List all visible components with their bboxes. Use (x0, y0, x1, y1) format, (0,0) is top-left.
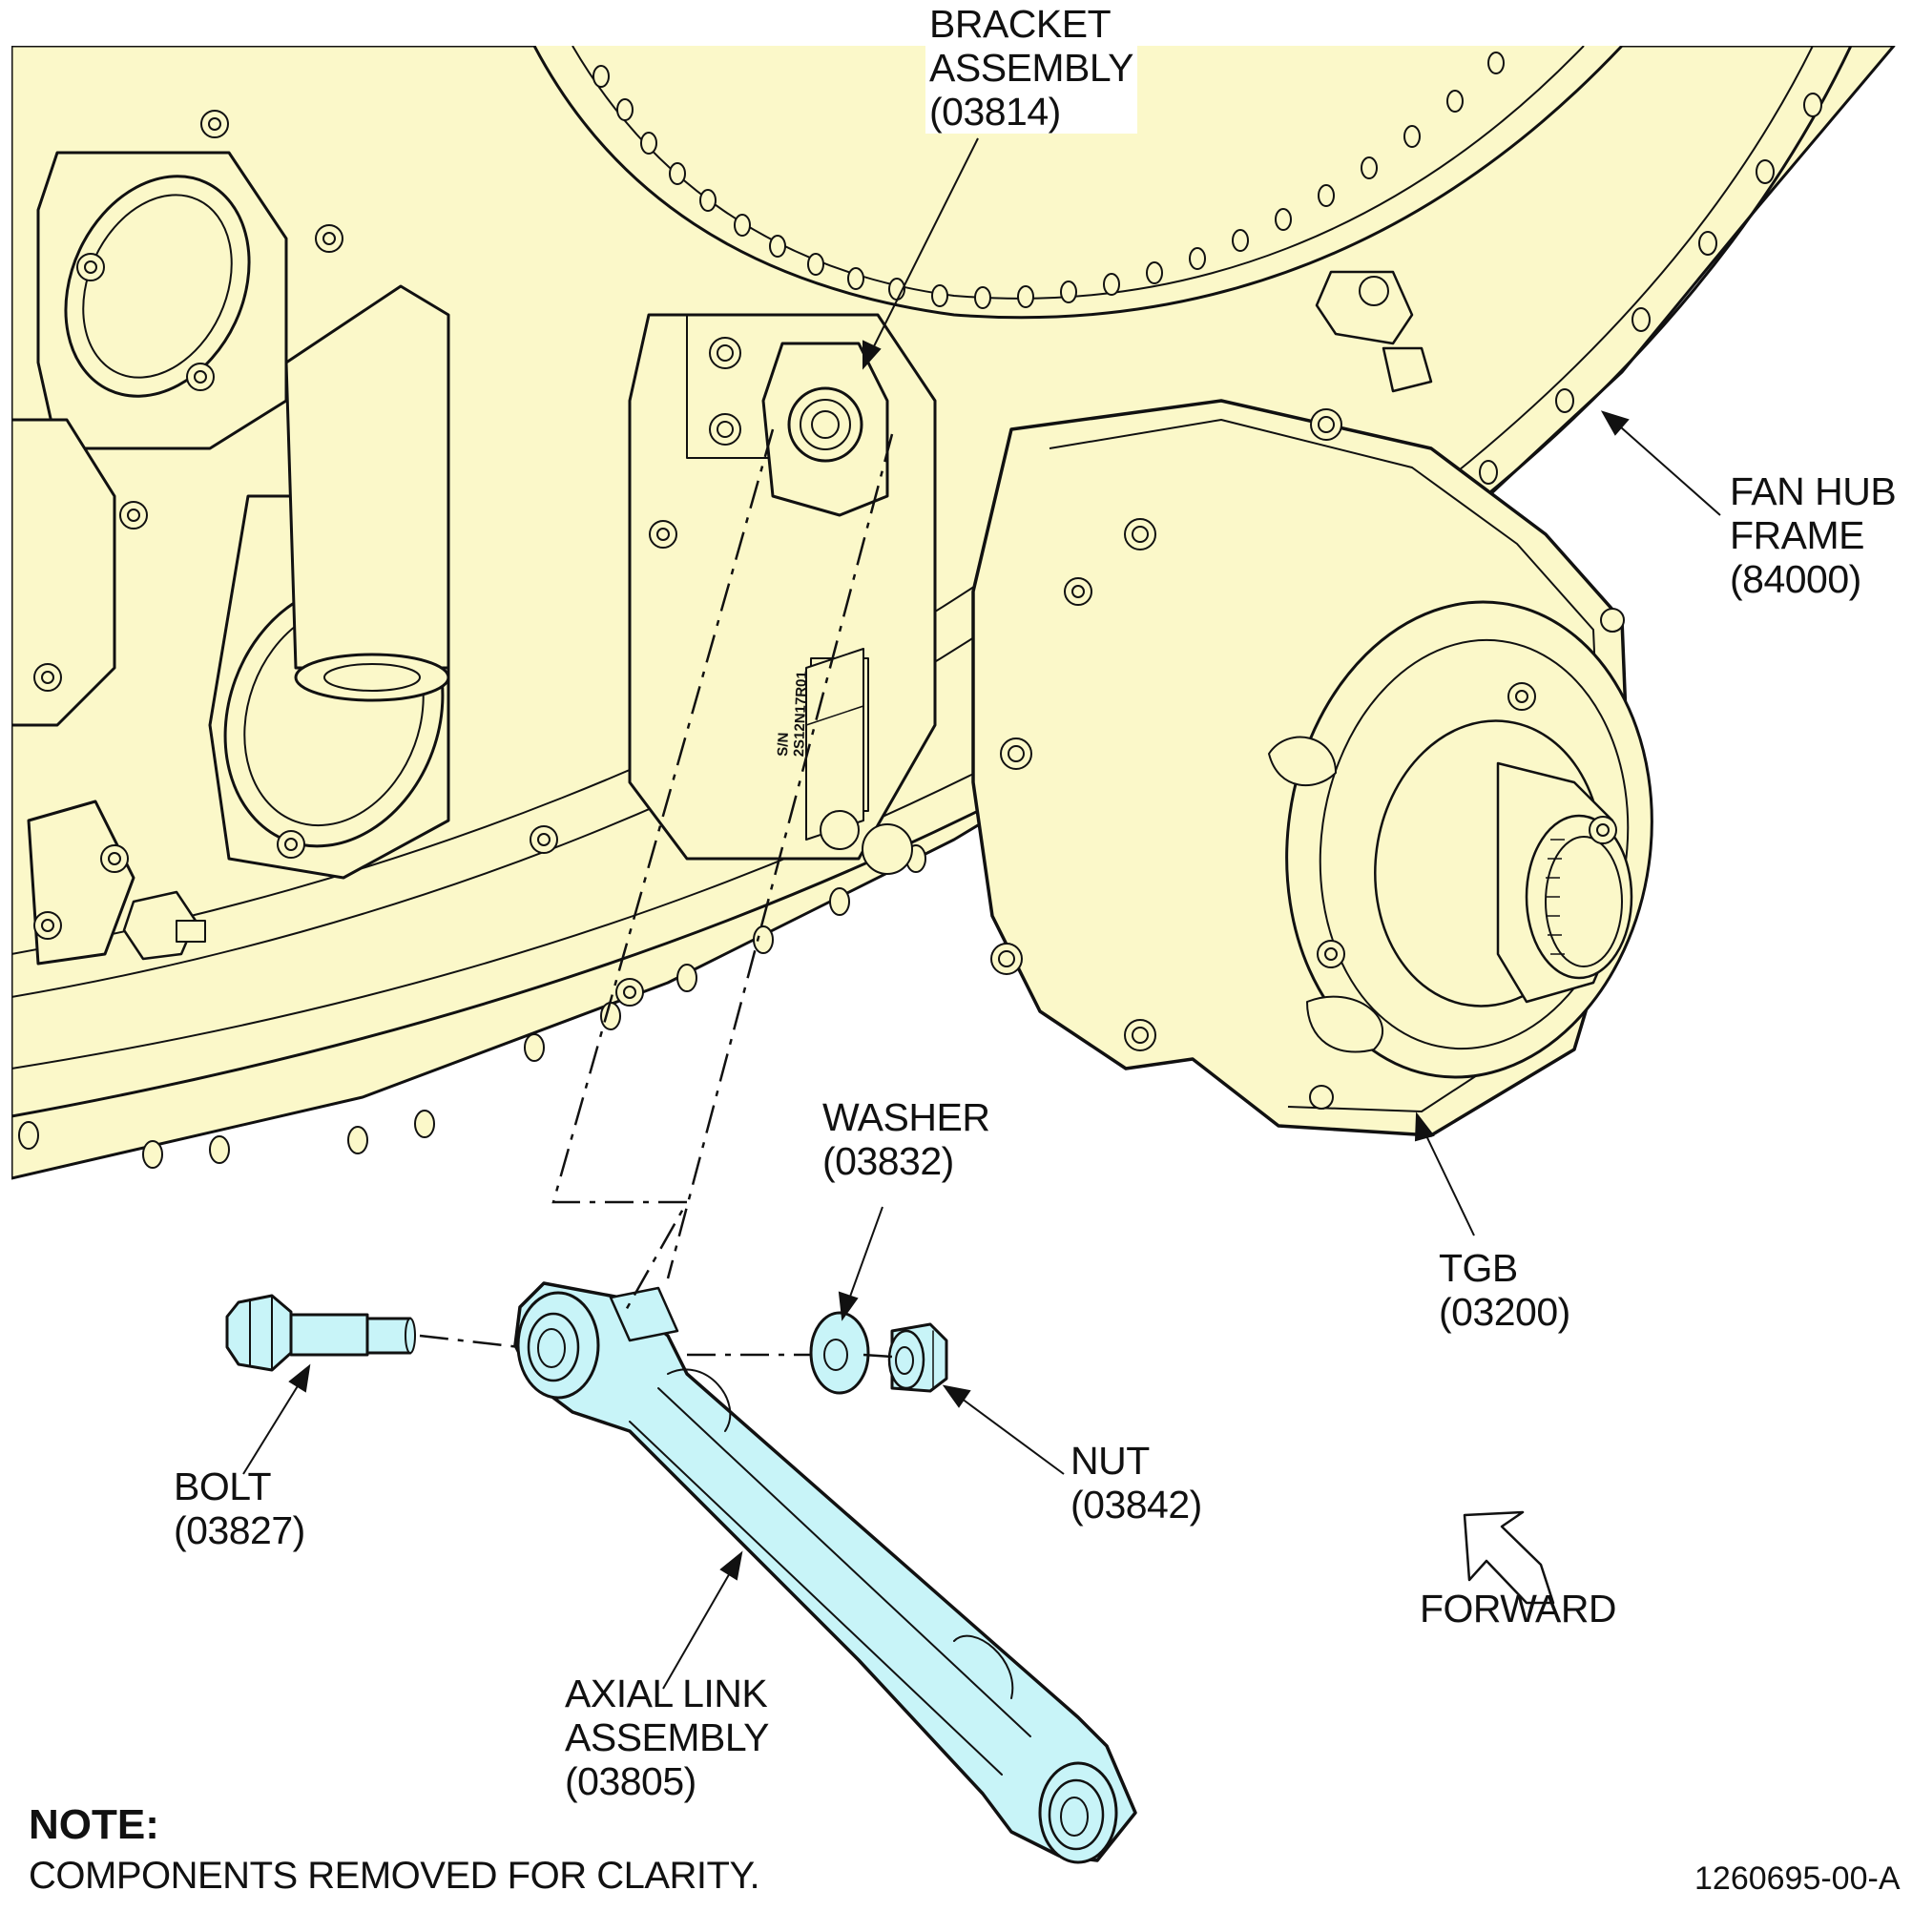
fan-hub-frame (11, 46, 1896, 1180)
tgb-callout: TGB (03200) (1439, 1246, 1570, 1334)
callout-line: FAN HUB (1730, 469, 1897, 513)
callout-line: (03814) (929, 90, 1061, 134)
leader-lines (242, 137, 1721, 1690)
figure-id: 1260695-00-A (1694, 1860, 1901, 1897)
callout-line: (03842) (1070, 1483, 1202, 1527)
callout-line: (03805) (565, 1759, 696, 1803)
callout-line: ASSEMBLY (565, 1715, 770, 1759)
nameplate-text: S/N 2S12N17R01 (774, 670, 920, 760)
tgb-gearbox (971, 399, 1653, 1137)
note-heading: NOTE: (29, 1801, 159, 1848)
nut-callout: NUT (03842) (1070, 1439, 1202, 1527)
callout-line: BRACKET (929, 2, 1112, 46)
bolt-callout: BOLT (03827) (174, 1465, 305, 1552)
washer-callout: WASHER (03832) (822, 1095, 990, 1183)
fan-hub-frame-callout: FAN HUB FRAME (84000) (1730, 469, 1897, 601)
forward-arrow-icon (1463, 1510, 1555, 1605)
axial-link-callout: AXIAL LINK ASSEMBLY (03805) (565, 1672, 770, 1803)
callout-line: AXIAL LINK (565, 1672, 768, 1715)
bolt-part (225, 1294, 416, 1372)
callout-line: ASSEMBLY (929, 46, 1134, 90)
nameplate-sn-label: S/N (774, 732, 792, 757)
washer-part (809, 1311, 870, 1395)
note-text: COMPONENTS REMOVED FOR CLARITY. (29, 1855, 760, 1897)
callout-line: (84000) (1730, 557, 1861, 601)
callout-line: NUT (1070, 1439, 1150, 1483)
axial-link-part (513, 1281, 1137, 1864)
nut-part (887, 1322, 948, 1393)
callout-line: FRAME (1730, 513, 1865, 557)
bracket-assembly-callout: BRACKET ASSEMBLY (03814) (925, 2, 1137, 134)
frame-inner-bore (532, 46, 1624, 320)
callout-line: TGB (1439, 1246, 1518, 1290)
forward-label: FORWARD (1420, 1587, 1617, 1631)
callout-line: (03827) (174, 1508, 305, 1552)
callout-line: WASHER (822, 1095, 990, 1139)
assembly-centerlines (419, 428, 894, 1359)
callout-line: BOLT (174, 1465, 272, 1508)
nameplate (805, 648, 913, 875)
callout-line: (03200) (1439, 1290, 1570, 1334)
nameplate-serial: 2S12N17R01 (790, 670, 811, 758)
callout-line: (03832) (822, 1139, 954, 1183)
